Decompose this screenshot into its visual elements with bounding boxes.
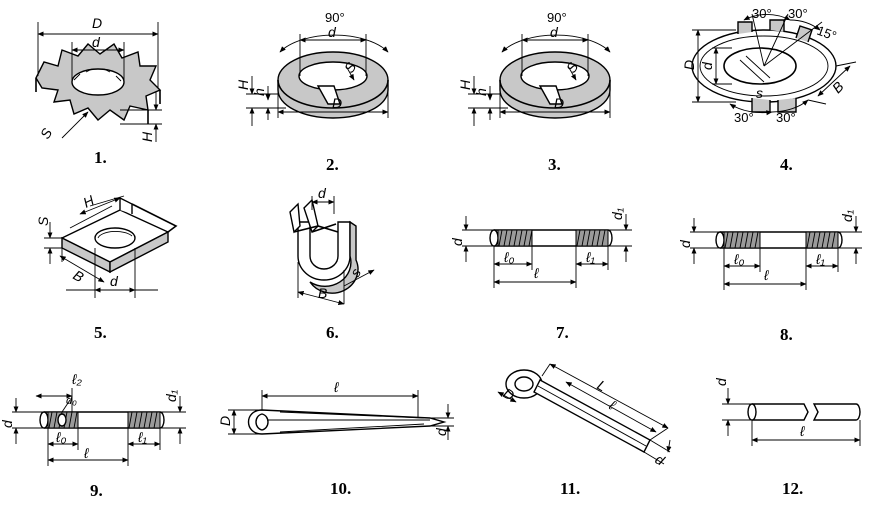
figure-7-stud: d d₁ ℓ₀ ℓ ℓ₁ 7. [449,207,632,342]
figure-4-tab-washer: 30° 30° 15° D d s 30° 30° B 4. [681,6,857,174]
fig12-label-d: d [713,377,729,386]
figure-12-rod: d ℓ 12. [713,377,861,498]
figure-2-split-washer: 90° d S H h D 2. [235,10,389,174]
figure-10-number: 10. [330,479,351,498]
figure-8-stud: d d₁ ℓ₀ ℓ ℓ₁ 8. [677,209,862,344]
figure-3-number: 3. [548,155,561,174]
fig8-label-d: d [677,239,693,248]
fig3-label-D: D [554,95,564,111]
fig2-label-d: d [328,24,337,40]
fig9-label-l: ℓ [83,445,89,461]
fig7-label-l: ℓ [533,265,539,281]
fig10-label-D: D [217,416,233,426]
stud-7-thread-right [575,229,609,247]
fig3-label-angle: 90° [547,10,567,25]
fig9-label-d: d [0,419,15,428]
fig4-label-angle-3: 15° [815,23,839,44]
fig9-label-d1: d₁ [163,389,179,402]
fig9-label-l2: ℓ₂ [71,371,83,387]
figure-3-split-washer: 90° d S H h D 3. [457,10,611,174]
figure-12-number: 12. [782,479,803,498]
figure-6-u-washer: d s B 6. [289,185,375,342]
fig9-label-l1: ℓ₁ [137,429,148,445]
figure-1-number: 1. [94,148,107,167]
stud-7-body [489,229,613,247]
fig9-label-l0: ℓ₀ [55,429,67,445]
fig1-label-S: S [37,125,56,142]
fig6-label-B: B [318,285,327,301]
figure-8-number: 8. [780,325,793,344]
fig4-label-D: D [681,60,697,70]
stud-7-thread-left [497,229,533,247]
fig11-label-L: L [595,377,610,395]
fig3-label-H: H [457,79,473,90]
fig11-label-d: d [653,451,669,469]
stud-9-thread-right [127,411,161,429]
fig5-label-d: d [110,273,119,289]
stud-8-body [715,231,843,249]
fig10-label-l: ℓ [333,379,339,395]
fig4-label-s: s [756,85,763,101]
rod-body [747,403,861,421]
figure-9-number: 9. [90,481,103,500]
fig4-label-angle-4: 30° [734,110,754,125]
figure-2-number: 2. [326,155,339,174]
figure-4-number: 4. [780,155,793,174]
fig8-label-l1: ℓ₁ [815,251,826,267]
fig7-label-d: d [449,237,465,246]
fig2-label-D: D [332,95,342,111]
stud-8-thread-left [723,231,761,249]
fig4-label-angle-5: 30° [776,110,796,125]
fig3-label-d: d [550,24,559,40]
fig2-label-angle: 90° [325,10,345,25]
fig7-label-d1: d₁ [609,207,625,220]
fig7-label-l1: ℓ₁ [585,249,596,265]
cotter-pin-body [247,409,447,435]
figure-9-stud-with-hole: ℓ₂ d₀ d d₁ ℓ₀ ℓ ℓ₁ 9. [0,371,186,500]
stud-9-body [39,411,165,429]
fig1-label-D: D [92,15,102,31]
figure-6-number: 6. [326,323,339,342]
washer-3-body [499,51,611,119]
washer-6-body [289,198,359,294]
fig1-label-d: d [92,34,101,50]
fig12-label-l: ℓ [799,423,805,439]
plate-5-body [60,196,178,274]
fig5-label-S: S [35,216,51,226]
fig9-label-d0: d₀ [66,395,77,407]
fig4-label-B: B [829,78,847,96]
fig4-label-d: d [699,61,715,70]
figure-5-number: 5. [94,323,107,342]
fig5-label-B: B [71,267,87,286]
fig8-label-l: ℓ [763,267,769,283]
figure-10-cotter-pin: ℓ D d 10. [217,379,454,498]
stud-8-thread-right [805,231,839,249]
fig2-label-H: H [235,79,251,90]
fig2-label-h: h [251,88,267,96]
fig7-label-l0: ℓ₀ [503,249,515,265]
fig8-label-d1: d₁ [839,209,855,222]
fig4-label-angle-2: 30° [788,6,808,21]
figure-7-number: 7. [556,323,569,342]
fig3-label-h: h [473,88,489,96]
figure-1-toothed-washer: D d S H 1. [35,15,162,167]
fig6-label-d: d [318,185,327,201]
figure-11-ring-pin: D L ℓ d 11. [497,363,672,498]
fig1-label-H: H [139,131,155,142]
fig10-label-d: d [433,427,449,436]
figure-5-tab-plate: S H B d 5. [35,192,178,342]
fig4-label-angle-1: 30° [752,6,772,21]
fig8-label-l0: ℓ₀ [733,251,745,267]
washer-1-body [35,42,162,124]
figure-11-number: 11. [560,479,580,498]
ring-pin-body [505,369,651,453]
